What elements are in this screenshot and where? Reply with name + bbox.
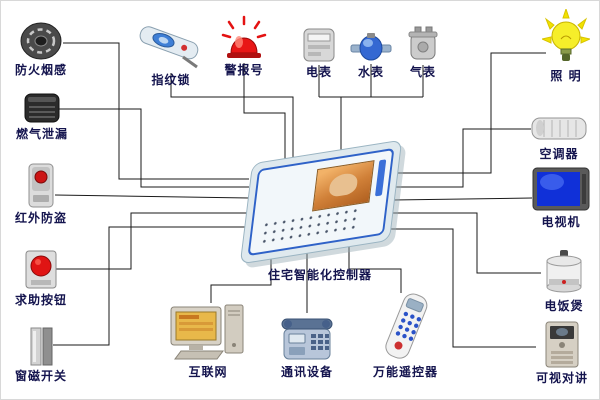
gas-leak-label: 燃气泄漏 xyxy=(16,127,69,141)
water-meter-icon xyxy=(350,33,392,63)
device-node-smoke-detector: 防火烟感 xyxy=(15,21,67,77)
wire-internet xyxy=(210,253,272,303)
computer-icon xyxy=(169,303,247,363)
video-intercom-icon xyxy=(542,321,582,369)
device-node-infrared: 红外防盗 xyxy=(15,163,67,225)
gas-meter-icon xyxy=(404,25,442,63)
controller-button-grid xyxy=(259,205,359,246)
video-intercom-label: 可视对讲 xyxy=(536,371,589,385)
wire-intercom xyxy=(391,228,536,348)
water-meter-label: 水表 xyxy=(357,65,384,79)
air-conditioner-label: 空调器 xyxy=(539,147,579,161)
wire-alarm xyxy=(243,63,286,163)
smoke-detector-icon xyxy=(19,21,63,61)
alarm-siren-icon xyxy=(221,15,267,61)
device-node-video-intercom: 可视对讲 xyxy=(536,321,588,385)
wire-gas-leak xyxy=(59,108,249,188)
device-node-communication: 通讯设备 xyxy=(279,313,335,379)
wire-smoke xyxy=(63,42,249,180)
window-magnet-switch-icon xyxy=(26,327,56,367)
telephone-icon xyxy=(279,313,335,363)
fingerprint-lock-icon xyxy=(135,23,207,71)
smoke-detector-label: 防火烟感 xyxy=(15,63,68,77)
electric-meter-icon xyxy=(302,27,336,63)
wire-window xyxy=(53,226,251,346)
light-bulb-icon xyxy=(540,7,592,67)
fingerprint-lock-label: 指纹锁 xyxy=(151,73,191,87)
wire-help xyxy=(55,212,251,270)
remote-control-icon xyxy=(377,291,435,363)
television-icon xyxy=(532,167,590,213)
infrared-security-icon xyxy=(26,163,56,209)
rice-cooker-icon xyxy=(541,249,587,297)
device-node-water-meter: 水表 xyxy=(350,33,392,79)
wire-aircon xyxy=(393,128,531,188)
device-node-lighting: 照 明 xyxy=(540,7,592,83)
wire-infrared xyxy=(54,194,250,199)
air-conditioner-icon xyxy=(530,113,588,145)
alarm-label: 警报号 xyxy=(224,63,264,77)
controller-screen-image xyxy=(328,171,359,198)
wire-fingerprint xyxy=(170,73,294,163)
gas-leak-sensor-icon xyxy=(23,91,61,125)
tv-label: 电视机 xyxy=(541,215,581,229)
communication-label: 通讯设备 xyxy=(280,365,333,379)
lighting-label: 照 明 xyxy=(550,69,582,83)
device-node-help-button: 求助按钮 xyxy=(15,249,67,307)
window-switch-label: 窗磁开关 xyxy=(15,369,68,383)
internet-label: 互联网 xyxy=(188,365,228,379)
infrared-label: 红外防盗 xyxy=(15,211,68,225)
electric-meter-label: 电表 xyxy=(305,65,332,79)
help-button-icon xyxy=(24,249,58,291)
central-controller-label: 住宅智能化控制器 xyxy=(267,268,372,282)
device-node-gas-leak: 燃气泄漏 xyxy=(16,91,68,141)
device-node-internet: 互联网 xyxy=(169,303,247,379)
device-node-gas-meter: 气表 xyxy=(404,25,442,79)
help-button-label: 求助按钮 xyxy=(15,293,68,307)
controller-blue-stripe xyxy=(374,159,386,197)
gas-meter-label: 气表 xyxy=(409,65,436,79)
device-node-alarm: 警报号 xyxy=(221,15,267,77)
device-node-electric-meter: 电表 xyxy=(302,27,336,79)
device-node-fingerprint-lock: 指纹锁 xyxy=(135,23,207,87)
remote-label: 万能遥控器 xyxy=(373,365,439,379)
wire-rice xyxy=(393,212,541,274)
device-node-air-conditioner: 空调器 xyxy=(530,113,588,161)
controller-frame xyxy=(247,147,395,257)
wire-tv xyxy=(392,197,533,201)
wire-remote xyxy=(348,246,402,293)
device-node-rice-cooker: 电饭煲 xyxy=(541,249,587,313)
device-node-remote: 万能遥控器 xyxy=(373,291,438,379)
controller-screen xyxy=(312,160,375,212)
device-node-window-switch: 窗磁开关 xyxy=(15,327,67,383)
device-node-tv: 电视机 xyxy=(532,167,590,229)
wire-lighting xyxy=(393,52,546,174)
rice-cooker-label: 电饭煲 xyxy=(544,299,584,313)
